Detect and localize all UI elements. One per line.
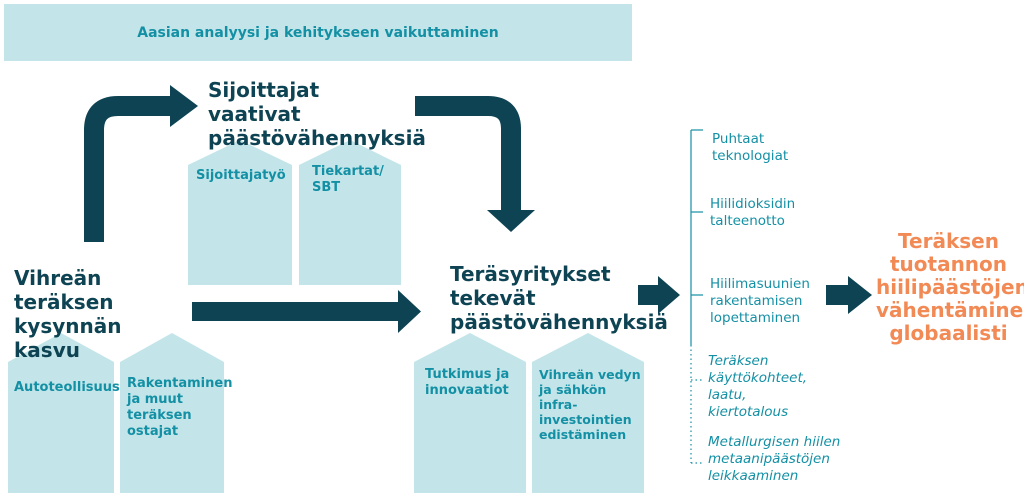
result-text: Teräksen tuotannon hiilipäästöjen vähent… xyxy=(876,229,1024,345)
steel-box-2-label: Vihreän vedyn ja sähkön infra-investoint… xyxy=(539,367,641,442)
arrow-demand-to-steel xyxy=(192,302,400,321)
investor-box-2-label: Tiekartat/ SBT xyxy=(312,164,384,195)
step-3: Hiilimasuunien rakentamisen lopettaminen xyxy=(710,276,810,326)
step-5: Metallurgisen hiilen metaanipäästöjen le… xyxy=(708,434,841,484)
box-autoteollisuus xyxy=(8,333,114,493)
arrow-investors-to-steel xyxy=(415,96,521,212)
arrow-steps-to-result xyxy=(826,285,850,305)
arrow-head-steps xyxy=(658,276,680,314)
box-tiekartat xyxy=(299,140,401,285)
demand-heading: Vihreän teräksen kysynnän kasvu xyxy=(14,266,122,362)
investors-heading: Sijoittajat vaativat päästövähennyksiä xyxy=(208,78,426,150)
banner-text: Aasian analyysi ja kehitykseen vaikuttam… xyxy=(137,24,499,41)
demand-box-1-label: Autoteollisuus xyxy=(14,380,120,395)
box-tutkimus xyxy=(414,333,526,493)
banner: Aasian analyysi ja kehitykseen vaikuttam… xyxy=(4,4,632,61)
box-vihrean-vedyn xyxy=(532,333,644,493)
arrow-head-steel xyxy=(487,210,535,232)
arrow-demand-to-investors xyxy=(84,96,172,242)
steel-heading: Teräsyritykset tekevät päästövähennyksiä xyxy=(450,262,668,334)
arrow-steel-to-steps xyxy=(638,285,660,305)
box-sijoittajatyo xyxy=(188,140,292,285)
steel-box-1-label: Tutkimus ja innovaatiot xyxy=(425,367,510,398)
demand-box-2-label: Rakentaminen ja muut teräksen ostajat xyxy=(127,376,233,439)
arrow-head-demand-to-steel xyxy=(398,290,421,333)
step-1: Puhtaat teknologiat xyxy=(712,131,789,164)
step-2: Hiilidioksidin talteenotto xyxy=(710,196,796,229)
arrow-head-investors xyxy=(170,85,198,127)
arrow-head-result xyxy=(848,276,872,314)
box-rakentaminen xyxy=(120,333,224,493)
step-4: Teräksen käyttökohteet, laatu, kiertotal… xyxy=(708,353,808,420)
investor-box-1-label: Sijoittajatyö xyxy=(196,168,286,183)
